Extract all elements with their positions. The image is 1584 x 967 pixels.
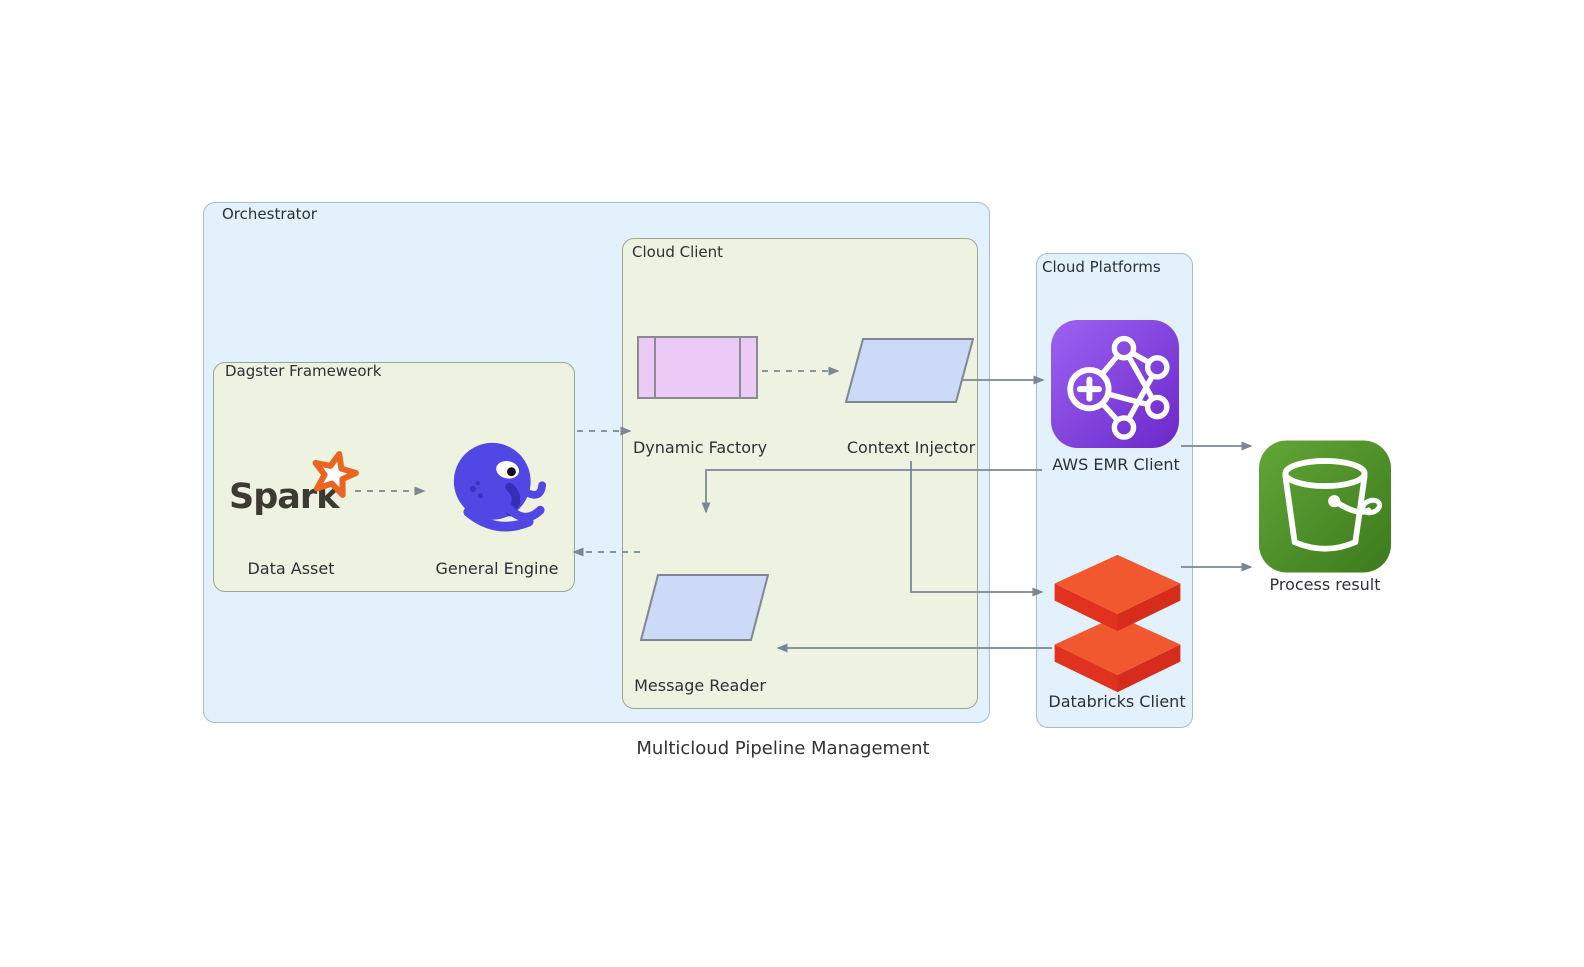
data-asset-label: Data Asset <box>247 559 335 578</box>
dagster-framework-label: Dagster Frameweork <box>225 362 382 380</box>
cloud-client-label: Cloud Client <box>632 243 724 261</box>
spark-logo: Spark <box>229 451 359 517</box>
subroutine-inner-line <box>654 338 656 397</box>
databricks-icon <box>1054 554 1181 693</box>
context-injector-label: Context Injector <box>846 438 976 457</box>
spark-star-icon <box>312 451 359 498</box>
message-reader-label: Message Reader <box>634 676 766 695</box>
databricks-top-slab <box>1054 554 1181 632</box>
orchestrator-label: Orchestrator <box>222 205 317 223</box>
general-engine-label: General Engine <box>435 559 559 578</box>
aws-emr-client-label: AWS EMR Client <box>1052 455 1180 474</box>
context-injector-shape <box>845 338 974 403</box>
aws-emr-icon <box>1051 320 1179 448</box>
databricks-client-label: Databricks Client <box>1048 692 1186 711</box>
diagram-title: Multicloud Pipeline Management <box>636 738 930 759</box>
s3-bucket-icon <box>1259 440 1391 573</box>
databricks-bottom-slab <box>1054 615 1181 693</box>
process-result-label: Process result <box>1269 575 1381 594</box>
octopus-icon <box>453 442 546 532</box>
subroutine-inner-line <box>739 338 741 397</box>
dynamic-factory-label: Dynamic Factory <box>632 438 768 457</box>
cloud-platforms-label: Cloud Platforms <box>1042 258 1161 276</box>
message-reader-shape <box>640 574 769 641</box>
dynamic-factory-shape <box>637 336 758 399</box>
